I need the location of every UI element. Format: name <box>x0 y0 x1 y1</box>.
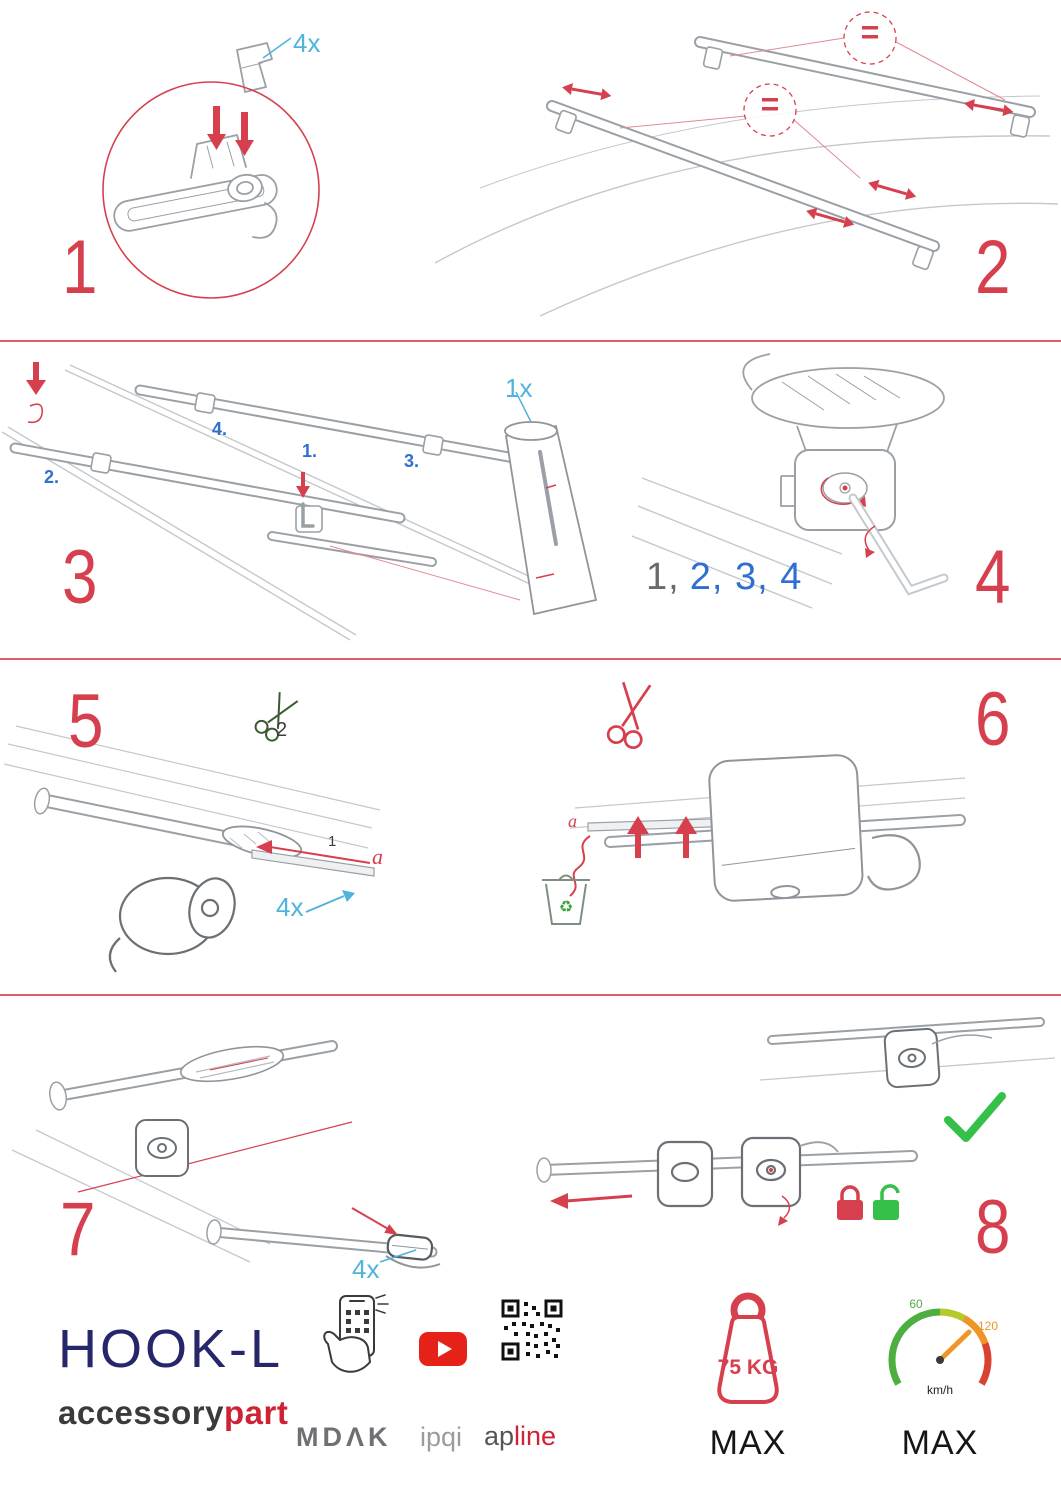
logo-ipqi: ipqi <box>420 1422 463 1452</box>
phone-scan-icon <box>323 1294 389 1373</box>
step3-qty-label: 1x <box>505 373 533 403</box>
gauge-needle <box>937 1329 972 1363</box>
sequence-blue: 2, 3, 4 <box>689 556 803 598</box>
step5-number: 5 <box>68 679 104 764</box>
step3-order-label-1: 1. <box>302 441 318 461</box>
brand-black: accessory <box>58 1394 224 1431</box>
step7-illustration <box>11 1040 441 1269</box>
end-cap <box>386 1233 434 1261</box>
speed-tick-low: 60 <box>909 1297 923 1311</box>
step3-illustration <box>1 362 598 641</box>
weight-value: 75 KG <box>718 1356 779 1379</box>
logo-apline: apline <box>484 1423 556 1450</box>
insert-arrows <box>207 106 254 156</box>
step5-pull-label: 1 <box>328 833 337 850</box>
padlock-open-icon <box>873 1184 900 1220</box>
logo-ap: ap <box>484 1421 515 1451</box>
step5-dim-label: a <box>372 844 383 869</box>
step4-illustration <box>632 353 949 609</box>
recycle-icon: ♻ <box>559 899 573 916</box>
weight-max-label: MAX <box>709 1424 787 1462</box>
qr-code <box>501 1299 563 1361</box>
speed-max-label: MAX <box>901 1424 979 1462</box>
section-divider-3 <box>0 994 1061 996</box>
step3-order-label-4: 4. <box>212 419 228 439</box>
logo-line: line <box>514 1421 557 1451</box>
allen-key-in-cover <box>538 450 558 546</box>
hook-clamp <box>866 834 921 891</box>
step6-number: 6 <box>975 677 1011 762</box>
step6-dim-label: a <box>568 811 577 831</box>
speedometer-icon: 60 120 km/h <box>888 1297 998 1397</box>
weight-limit-icon: 75 KG <box>717 1292 779 1404</box>
step4-sequence-text: 1,2, 3, 4 <box>646 558 802 596</box>
product-name: HOOK-L <box>58 1319 284 1379</box>
brand-wordmark: accessorypart <box>58 1396 288 1429</box>
step3-order-label-3: 3. <box>404 451 420 471</box>
cover-cap <box>708 754 864 902</box>
clamp-body <box>108 876 236 973</box>
section-divider-2 <box>0 658 1061 660</box>
sequence-gray: 1, <box>646 556 680 598</box>
step5-cut-label: 2 <box>276 719 288 741</box>
youtube-icon <box>419 1332 467 1366</box>
step2-number: 2 <box>975 225 1011 310</box>
step7-qty-label: 4x <box>352 1254 380 1284</box>
allen-key <box>848 493 949 596</box>
step1-qty-label: 4x <box>293 28 321 58</box>
cut-off-strip <box>569 835 591 897</box>
clamp-body <box>135 1119 189 1177</box>
equals-badge-2: = <box>760 86 780 122</box>
step3-number: 3 <box>62 535 98 620</box>
step2-illustration <box>434 11 1059 317</box>
step3-order-label-2: 2. <box>44 467 60 487</box>
brand-red: part <box>223 1394 289 1431</box>
equals-badge-1: = <box>860 14 880 50</box>
step6-illustration: ♻ <box>542 681 966 925</box>
speed-tick-high: 120 <box>978 1319 998 1333</box>
measure-arrows <box>562 83 1014 228</box>
logo-mdak: MDΛK <box>296 1422 392 1452</box>
section-divider-1 <box>0 340 1061 342</box>
padlock-closed-icon <box>837 1185 863 1220</box>
scissors-icon <box>606 681 652 749</box>
clamp-pair <box>656 1136 802 1208</box>
step5-qty-label: 4x <box>276 892 304 922</box>
step1-illustration <box>102 37 320 299</box>
step8-illustration <box>536 1017 1056 1226</box>
speed-unit: km/h <box>927 1383 953 1397</box>
push-up-arrows <box>627 816 697 858</box>
step3-arrows <box>26 362 310 498</box>
step4-number: 4 <box>975 535 1011 620</box>
step8-number: 8 <box>975 1185 1011 1270</box>
crossbars <box>546 36 1036 252</box>
trash-bin-icon <box>542 874 590 925</box>
step7-number: 7 <box>60 1187 96 1272</box>
rubber-strip <box>251 849 375 877</box>
checkmark-icon <box>944 1092 1006 1142</box>
detail-circle <box>102 81 320 299</box>
step5-illustration <box>3 692 381 973</box>
scissors-icon <box>254 692 299 742</box>
step1-number: 1 <box>62 225 98 310</box>
